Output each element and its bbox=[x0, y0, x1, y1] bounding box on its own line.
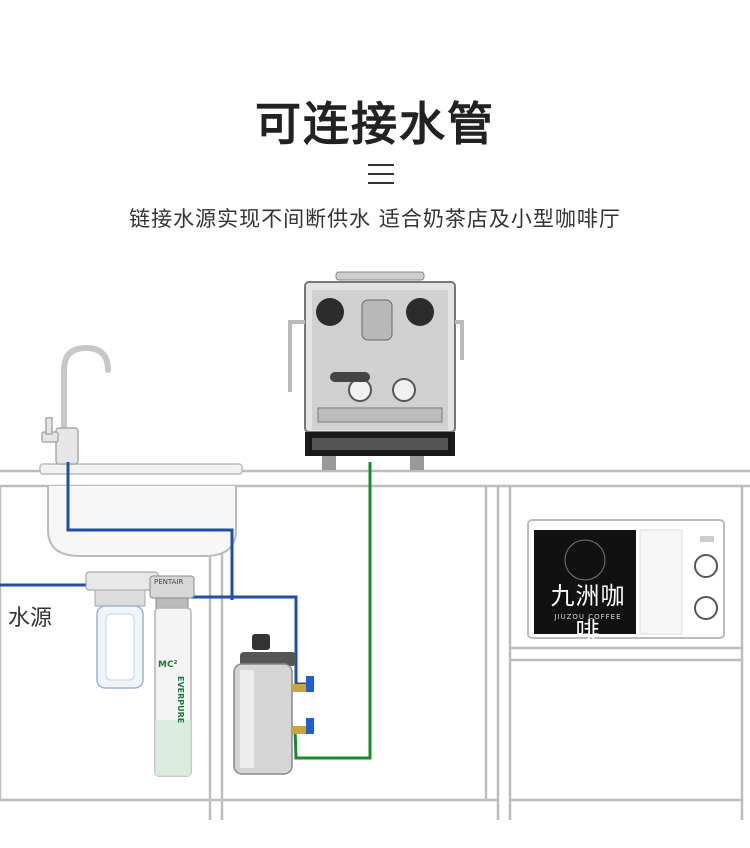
microwave bbox=[527, 519, 725, 639]
water-source-label: 水源 bbox=[8, 606, 53, 631]
prefilter bbox=[85, 571, 159, 689]
water-softener bbox=[233, 634, 314, 775]
cabinet-outline bbox=[0, 469, 750, 820]
sink bbox=[39, 463, 243, 557]
espresso-machine bbox=[288, 271, 464, 470]
page-title: 可连接水管 bbox=[255, 97, 495, 151]
microwave-logo-name: 九洲咖啡 bbox=[550, 582, 626, 645]
faucet bbox=[41, 344, 111, 465]
filter-name-label: EVERPURE bbox=[176, 676, 185, 724]
microwave-logo-sub: JIUZOU COFFEE bbox=[554, 613, 622, 621]
menu-icon bbox=[368, 164, 394, 184]
everpure-filter bbox=[149, 575, 195, 777]
filter-model-label: MC² bbox=[158, 660, 178, 670]
filter-brand-label: PENTAIR bbox=[154, 578, 184, 586]
page-subtitle: 链接水源实现不间断供水 适合奶茶店及小型咖啡厅 bbox=[129, 207, 621, 231]
